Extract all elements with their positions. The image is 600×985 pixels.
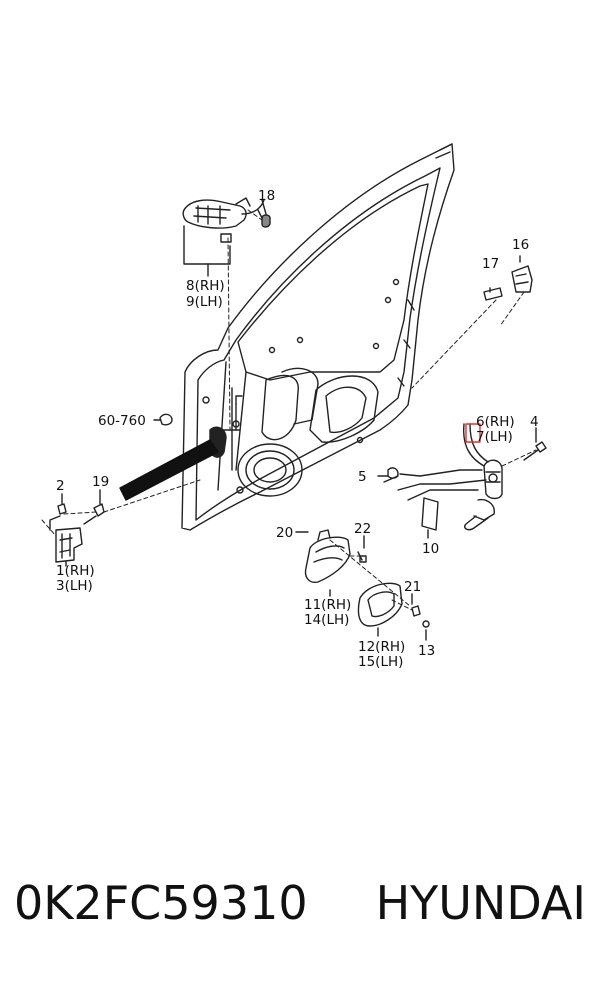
label-3-lh: 3(LH) [56,578,93,594]
label-11-rh: 11(RH) [304,597,351,613]
label-22: 22 [354,521,371,537]
label-60-760: 60-760 [98,413,146,429]
outside-handle-assembly [182,197,271,277]
label-14-lh: 14(LH) [304,612,349,628]
striker-assembly [483,265,533,301]
label-17: 17 [482,256,499,272]
label-20: 20 [276,525,293,541]
label-16: 16 [512,237,529,253]
label-6-rh: 6(RH) [476,414,515,430]
label-21: 21 [404,579,421,595]
label-2: 2 [56,478,65,494]
label-7-lh: 7(LH) [476,429,513,445]
callout-labels: 18 8(RH) 9(LH) 16 17 60-760 6(RH) 7(LH) … [56,188,539,670]
part-number: 0K2FC59310 [14,876,308,930]
label-13: 13 [418,643,435,659]
door-lock-assembly [383,423,547,531]
leader-lines [61,255,537,641]
clip-60-760 [159,413,173,426]
dashed-guides [41,209,537,611]
label-1-rh: 1(RH) [56,563,95,579]
footer: 0K2FC59310 HYUNDAI [0,876,600,946]
inside-handle-bezel [357,582,430,628]
label-5: 5 [358,469,367,485]
hinge-pointer [119,439,219,501]
label-15-lh: 15(LH) [358,654,403,670]
label-9-lh: 9(LH) [186,294,223,310]
label-10: 10 [422,541,439,557]
brand-name: HYUNDAI [375,876,586,930]
label-8-rh: 8(RH) [186,278,225,294]
door-hinge-assembly [49,503,105,563]
label-18: 18 [258,188,275,204]
label-12-rh: 12(RH) [358,639,405,655]
label-19: 19 [92,474,109,490]
label-4: 4 [530,414,539,430]
highlight-marker [465,423,481,443]
door-panel [181,143,455,531]
